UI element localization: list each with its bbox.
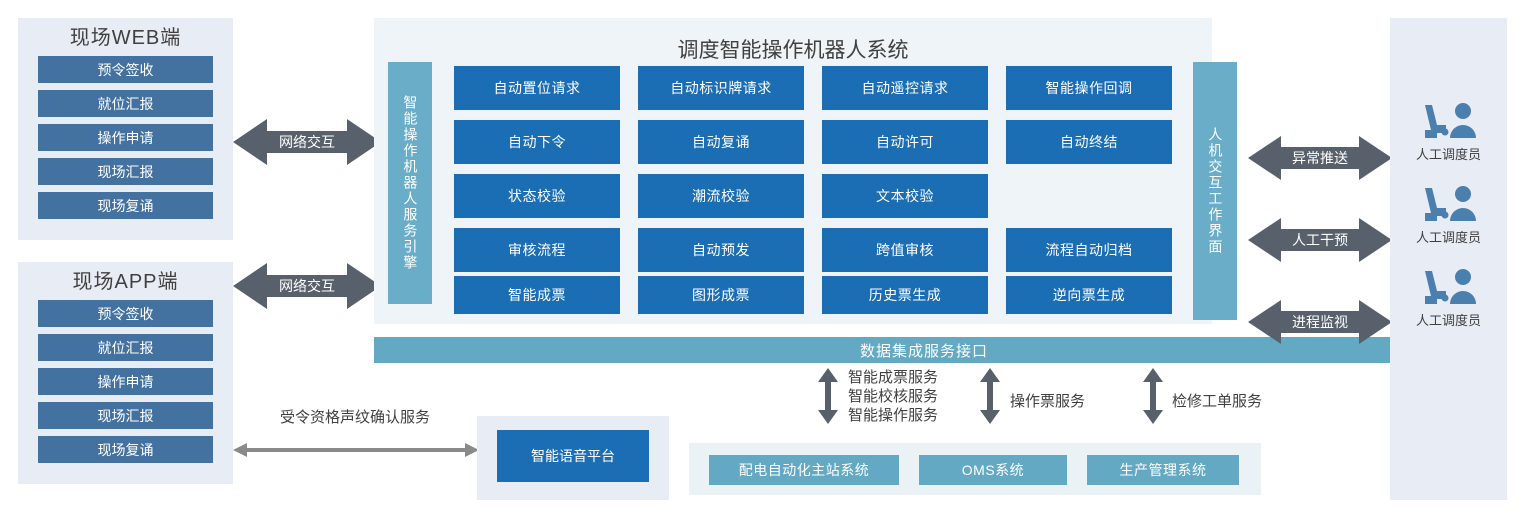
- function-box-r4c0[interactable]: 智能成票: [454, 276, 620, 314]
- external-system-box-1[interactable]: OMS系统: [919, 455, 1067, 485]
- function-box-r1c1[interactable]: 自动复诵: [638, 120, 804, 164]
- app-client-button-0[interactable]: 预令签收: [38, 300, 213, 327]
- function-box-r2c0[interactable]: 状态校验: [454, 174, 620, 218]
- function-box-r4c2[interactable]: 历史票生成: [822, 276, 988, 314]
- vertical-double-arrow-icon: [980, 368, 1000, 424]
- dispatcher-icon: [1424, 269, 1476, 304]
- external-system-box-0[interactable]: 配电自动化主站系统: [709, 455, 899, 485]
- web-client-title: 现场WEB端: [69, 27, 182, 49]
- function-box-r0c2[interactable]: 自动遥控请求: [822, 66, 988, 110]
- function-box-r1c0[interactable]: 自动下令: [454, 120, 620, 164]
- dispatcher-item-0: 人工调度员: [1390, 102, 1507, 163]
- function-box-r3c2[interactable]: 跨值审核: [822, 228, 988, 272]
- service-link-2-label: 检修工单服务: [1172, 393, 1263, 410]
- voice-link-label: 受令资格声纹确认服务: [279, 409, 430, 426]
- double-arrow-icon: [233, 263, 381, 309]
- web-client-panel: 现场WEB端 预令签收 就位汇报 操作申请 现场汇报 现场复诵: [18, 18, 233, 240]
- function-box-r0c0[interactable]: 自动置位请求: [454, 66, 620, 110]
- function-box-r3c1[interactable]: 自动预发: [638, 228, 804, 272]
- dispatcher-arrow-1: 人工干预: [1248, 212, 1392, 268]
- web-client-button-0[interactable]: 预令签收: [38, 56, 213, 83]
- service-link-0: [815, 368, 841, 424]
- web-client-button-2[interactable]: 操作申请: [38, 124, 213, 151]
- dispatcher-arrow-0: 异常推送: [1248, 130, 1392, 186]
- robot-system-title: 调度智能操作机器人系统: [677, 39, 909, 62]
- app-client-title: 现场APP端: [72, 271, 179, 293]
- dispatcher-arrow-2: 进程监视: [1248, 294, 1392, 350]
- dispatcher-item-1: 人工调度员: [1390, 185, 1507, 246]
- function-box-r0c1[interactable]: 自动标识牌请求: [638, 66, 804, 110]
- app-client-button-3[interactable]: 现场汇报: [38, 402, 213, 429]
- service-engine-bar-label: 智能操作机器人服务引擎: [402, 95, 419, 271]
- function-box-r3c0[interactable]: 审核流程: [454, 228, 620, 272]
- double-arrow-icon: [1248, 136, 1392, 180]
- service-link-1-label: 操作票服务: [1010, 393, 1086, 410]
- double-arrow-icon: [1248, 218, 1392, 262]
- dispatcher-icon: [1424, 186, 1476, 221]
- web-client-button-1[interactable]: 就位汇报: [38, 90, 213, 117]
- dispatcher-item-0-label: 人工调度员: [1415, 147, 1481, 162]
- vertical-double-arrow-icon: [1143, 368, 1163, 424]
- app-client-panel: 现场APP端 预令签收 就位汇报 操作申请 现场汇报 现场复诵: [18, 262, 233, 484]
- service-link-1: [977, 368, 1003, 424]
- service-engine-bar: 智能操作机器人服务引擎: [388, 62, 432, 304]
- external-system-box-2[interactable]: 生产管理系统: [1087, 455, 1239, 485]
- app-client-button-4[interactable]: 现场复诵: [38, 436, 213, 463]
- app-client-button-1[interactable]: 就位汇报: [38, 334, 213, 361]
- function-box-r0c3[interactable]: 智能操作回调: [1006, 66, 1172, 110]
- network-arrow-web: 网络交互: [233, 113, 381, 171]
- dispatcher-item-2: 人工调度员: [1390, 268, 1507, 329]
- service-link-0-label: 智能成票服务 智能校核服务 智能操作服务: [848, 369, 939, 424]
- web-client-button-4[interactable]: 现场复诵: [38, 192, 213, 219]
- voice-platform-box[interactable]: 智能语音平台: [497, 430, 649, 482]
- dispatcher-icon: [1424, 103, 1476, 138]
- hmi-interface-bar: 人机交互工作界面: [1193, 62, 1237, 320]
- double-arrow-icon: [233, 119, 381, 165]
- function-box-r2c1[interactable]: 潮流校验: [638, 174, 804, 218]
- network-arrow-app: 网络交互: [233, 257, 381, 315]
- function-box-r4c1[interactable]: 图形成票: [638, 276, 804, 314]
- function-box-r1c3[interactable]: 自动终结: [1006, 120, 1172, 164]
- service-link-2: [1140, 368, 1166, 424]
- function-box-r4c3[interactable]: 逆向票生成: [1006, 276, 1172, 314]
- data-integration-bar: 数据集成服务接口: [374, 337, 1474, 363]
- function-box-r1c2[interactable]: 自动许可: [822, 120, 988, 164]
- web-client-button-3[interactable]: 现场汇报: [38, 158, 213, 185]
- dispatcher-panel: [1390, 18, 1507, 500]
- voice-link-arrow: [233, 441, 479, 459]
- app-client-button-2[interactable]: 操作申请: [38, 368, 213, 395]
- double-arrow-thin-icon: [233, 443, 479, 457]
- dispatcher-item-2-label: 人工调度员: [1415, 313, 1481, 328]
- dispatcher-item-1-label: 人工调度员: [1415, 230, 1481, 245]
- function-box-r3c3[interactable]: 流程自动归档: [1006, 228, 1172, 272]
- double-arrow-icon: [1248, 300, 1392, 344]
- function-box-r2c2[interactable]: 文本校验: [822, 174, 988, 218]
- hmi-interface-bar-label: 人机交互工作界面: [1207, 127, 1224, 255]
- vertical-double-arrow-icon: [818, 368, 838, 424]
